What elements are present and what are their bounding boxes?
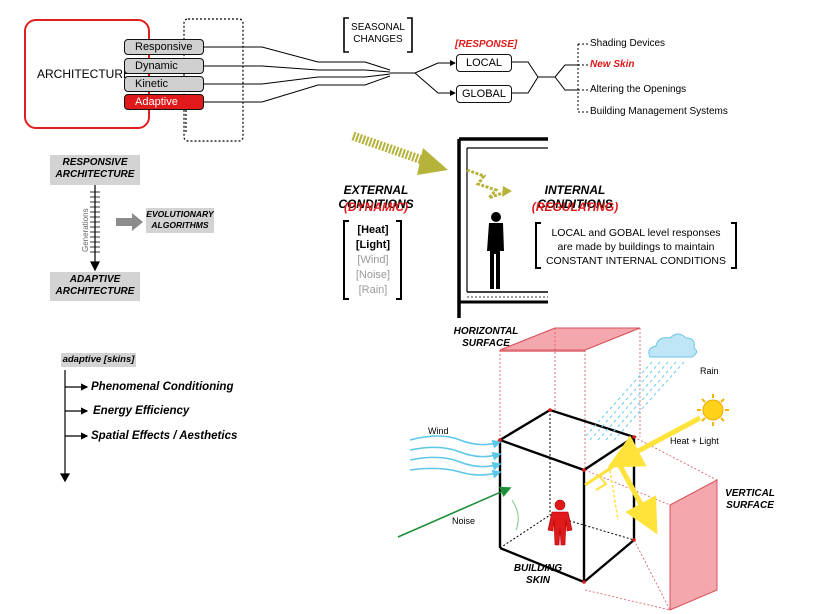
- sun-icon: [697, 394, 729, 426]
- horizontal-line1: HORIZONTAL: [453, 326, 519, 337]
- item-rain: [Rain]: [358, 284, 388, 296]
- corner-markers: [498, 408, 636, 584]
- vertical-surface: [669, 479, 718, 611]
- wall-section: [457, 137, 548, 318]
- option-openings: Altering the Openings: [590, 84, 687, 95]
- item-heat: [Heat]: [357, 224, 389, 236]
- red-figure-icon: [547, 499, 573, 546]
- external-arrow: [351, 131, 448, 175]
- converging-lines: [204, 46, 456, 103]
- seasonal-line2: CHANGES: [353, 34, 403, 45]
- rain-drops: [583, 361, 685, 441]
- building-line1: BUILDING: [513, 563, 563, 574]
- seasonal-line1: SEASONAL: [351, 22, 405, 33]
- internal-line3: CONSTANT INTERNAL CONDITIONS: [545, 255, 727, 267]
- wind-label: Wind: [428, 426, 449, 436]
- noise-arrow: [397, 486, 512, 538]
- internal-title: INTERNAL CONDITIONS: [537, 183, 613, 211]
- horizontal-line2: SURFACE: [462, 338, 510, 349]
- person-icon: [487, 212, 504, 289]
- type-kinetic: Kinetic: [124, 76, 204, 92]
- vertical-line2: SURFACE: [726, 500, 774, 511]
- option-new-skin: New Skin: [590, 59, 635, 70]
- wind-arrows: [409, 435, 502, 479]
- responsive-architecture-box: RESPONSIVE ARCHITECTURE: [50, 155, 140, 185]
- generations-label: Generations: [81, 208, 90, 252]
- heat-light-dashed: [609, 469, 619, 521]
- type-adaptive: Adaptive: [124, 94, 204, 110]
- adaptive-line2: ARCHITECTURE: [55, 286, 135, 297]
- internal-bracket: [535, 222, 737, 269]
- item-noise: [Noise]: [355, 269, 391, 281]
- responsive-line1: RESPONSIVE: [62, 157, 128, 168]
- vertical-surface-label: VERTICAL SURFACE: [720, 488, 780, 512]
- building-skin-label: BUILDING SKIN: [508, 563, 568, 587]
- generations-axis: [90, 184, 100, 272]
- algorithms-line2: ALGORITHMS: [151, 220, 209, 230]
- external-subtitle: (DYNAMIC): [344, 200, 408, 214]
- responsive-line2: ARCHITECTURE: [55, 169, 135, 180]
- rain-label: Rain: [700, 366, 719, 376]
- evolutionary-algorithms-box: EVOLUTIONARY ALGORITHMS: [146, 208, 214, 233]
- local-node: LOCAL: [456, 54, 512, 72]
- global-node: GLOBAL: [456, 85, 512, 103]
- algorithms-line1: EVOLUTIONARY: [146, 209, 214, 219]
- response-tree: [512, 43, 588, 113]
- architecture-label: ARCHITECTURE: [37, 67, 132, 81]
- heat-light-arrows: [584, 415, 702, 535]
- option-bms: Building Management Systems: [590, 106, 728, 117]
- cloud-icon: [648, 333, 698, 358]
- adaptive-item-spatial: Spatial Effects / Aesthetics: [91, 430, 238, 442]
- adaptive-skins-label: adaptive [skins]: [61, 353, 136, 367]
- item-light: [Light]: [355, 239, 391, 251]
- heat-zigzag: [466, 168, 506, 200]
- heat-light-label: Heat + Light: [670, 436, 719, 446]
- vertical-line1: VERTICAL: [725, 488, 775, 499]
- building-line2: SKIN: [526, 575, 550, 586]
- adaptive-item-phenomenal: Phenomenal Conditioning: [91, 381, 234, 393]
- noise-label: Noise: [452, 516, 476, 526]
- type-responsive: Responsive: [124, 39, 204, 55]
- algorithms-arrow: [116, 213, 143, 231]
- response-heading: [RESPONSE]: [455, 39, 518, 50]
- external-list: [Heat] [Light] [Wind] [Noise] [Rain]: [346, 223, 400, 298]
- external-title: EXTERNAL CONDITIONS: [338, 183, 414, 211]
- architecture-frame: [24, 19, 150, 129]
- horizontal-surface-label: HORIZONTAL SURFACE: [446, 326, 526, 350]
- adaptive-axis: [59, 370, 89, 483]
- item-wind: [Wind]: [357, 254, 389, 266]
- seasonal-bracket: [343, 17, 413, 53]
- internal-text: LOCAL and GOBAL level responses are made…: [541, 226, 731, 268]
- internal-subtitle: (REGULATING): [531, 200, 619, 214]
- seasonal-changes-label: SEASONAL CHANGES: [349, 22, 407, 46]
- internal-line2: are made by buildings to maintain: [557, 241, 715, 253]
- external-bracket: [343, 220, 402, 300]
- type-dynamic: Dynamic: [124, 58, 204, 74]
- adaptive-item-energy: Energy Efficiency: [93, 405, 190, 417]
- option-shading: Shading Devices: [590, 38, 666, 49]
- adaptive-architecture-box: ADAPTIVE ARCHITECTURE: [50, 272, 140, 301]
- adaptive-line1: ADAPTIVE: [69, 274, 121, 285]
- internal-line1: LOCAL and GOBAL level responses: [551, 227, 721, 239]
